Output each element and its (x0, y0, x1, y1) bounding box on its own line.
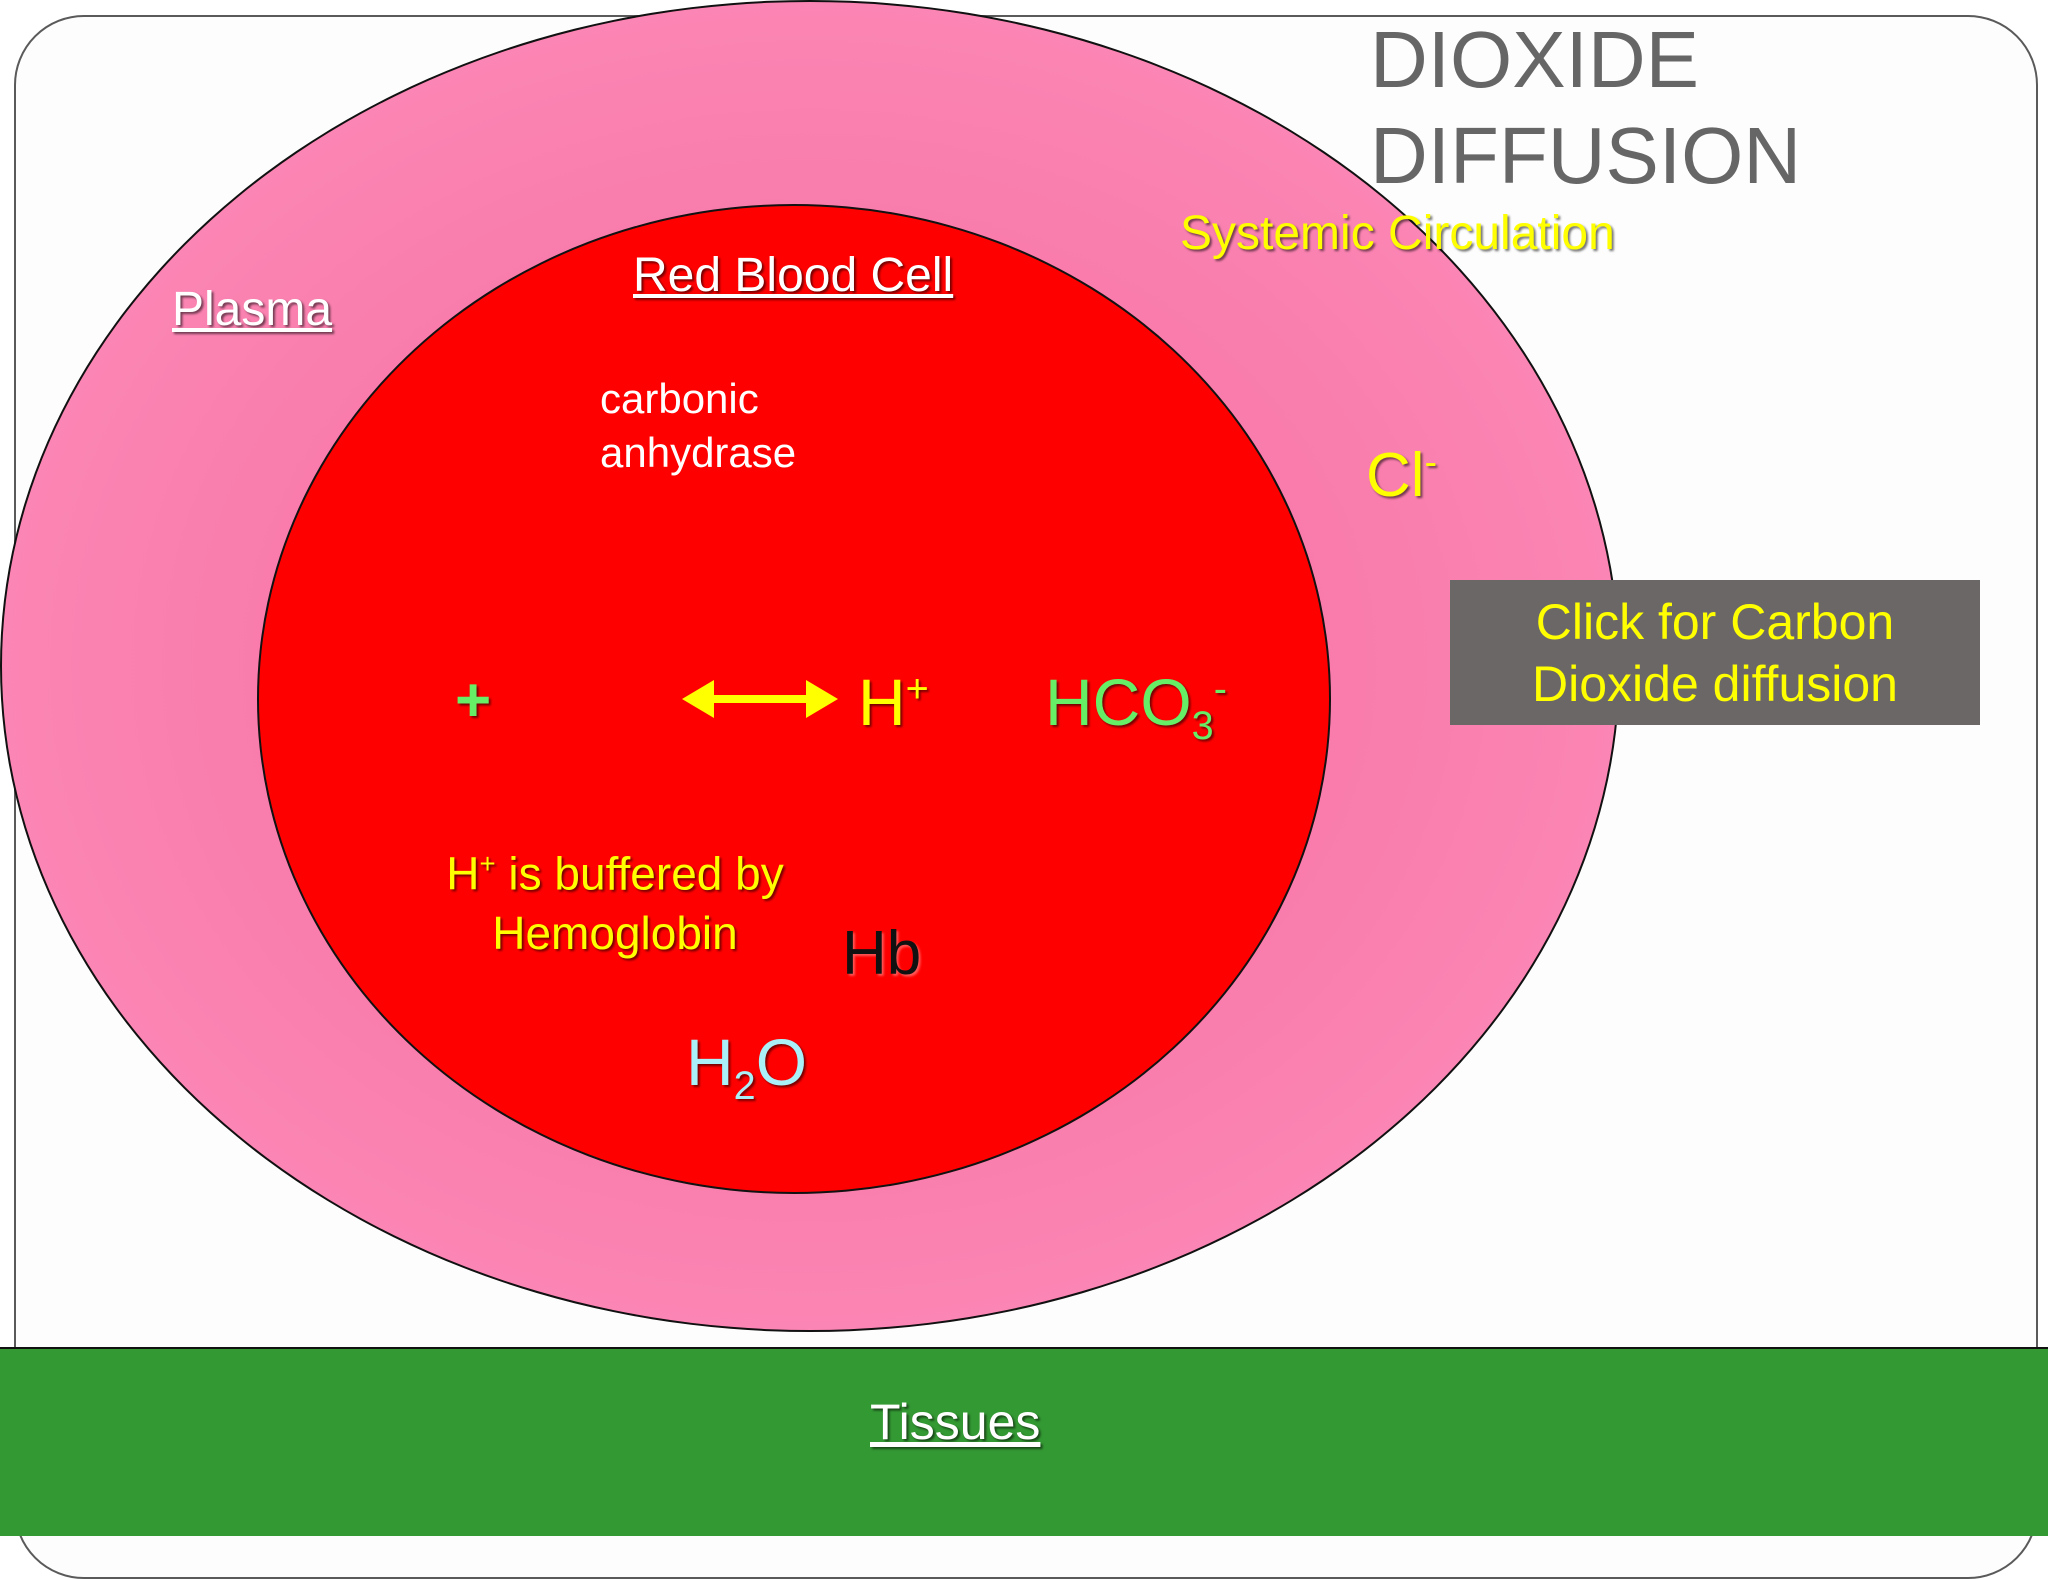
carbonic-anhydrase-line-2: anhydrase (600, 429, 797, 476)
bicarbonate-label: HCO3- (1045, 664, 1227, 749)
hydrogen-ion-label: H+ (858, 664, 929, 740)
slide-title-line-1: DIOXIDE (1370, 15, 1699, 104)
water-h: H (686, 1025, 734, 1099)
red-blood-cell-label: Red Blood Cell (633, 249, 954, 302)
carbonic-anhydrase-line-1: carbonic (600, 375, 759, 422)
bicarbonate-base: HCO (1045, 665, 1192, 739)
slide-title: DIOXIDE DIFFUSION (1370, 12, 2030, 204)
hydrogen-ion-base: H (858, 665, 906, 739)
slide-title-line-2: DIFFUSION (1370, 111, 1802, 200)
water-o: O (755, 1025, 808, 1099)
buffer-note-charge: + (479, 848, 496, 879)
carbonic-anhydrase-label: carbonic anhydrase (600, 372, 796, 480)
tissues-band: Tissues (0, 1347, 2048, 1536)
water-label: H2O (686, 1024, 807, 1109)
hydrogen-ion-charge: + (905, 667, 929, 711)
button-line-2: Dioxide diffusion (1532, 655, 1898, 712)
carbon-dioxide-diffusion-button[interactable]: Click for Carbon Dioxide diffusion (1450, 580, 1980, 725)
button-line-1: Click for Carbon (1535, 593, 1895, 650)
buffer-note-h: H (446, 847, 480, 900)
bicarbonate-charge: - (1213, 667, 1227, 711)
tissues-label: Tissues (870, 1394, 1041, 1450)
systemic-circulation-label: Systemic Circulation (1180, 207, 1615, 260)
buffer-note-text: is buffered by (495, 847, 784, 900)
buffer-note: H+ is buffered by Hemoglobin (425, 834, 805, 963)
hemoglobin-label: Hb (842, 919, 922, 988)
chloride-ion-label: Cl- (1366, 440, 1437, 511)
double-headed-arrow-icon (682, 680, 838, 718)
bicarbonate-subscript: 3 (1191, 704, 1214, 749)
chloride-charge: - (1424, 440, 1437, 483)
plasma-label: Plasma (172, 283, 333, 336)
plus-sign: + (455, 666, 492, 735)
chloride-base: Cl (1366, 441, 1425, 510)
buffer-note-line-2: Hemoglobin (492, 907, 738, 960)
carbon-dioxide-diffusion-button-text: Click for Carbon Dioxide diffusion (1532, 591, 1898, 715)
water-subscript: 2 (733, 1064, 756, 1109)
buffer-note-line-1: H+ is buffered by (425, 834, 805, 903)
